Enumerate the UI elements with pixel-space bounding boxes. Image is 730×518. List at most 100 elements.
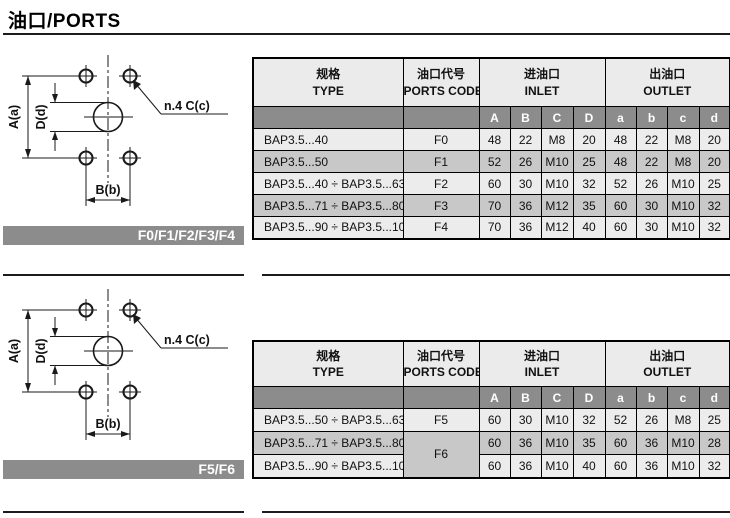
table-cell: 25	[572, 150, 606, 173]
port-pattern-diagram-f0-f4: A(a) D(d) B(b) n.4 C(c)	[7, 55, 228, 206]
table-cell: F5	[402, 408, 480, 432]
subheader-blank	[252, 386, 404, 409]
subheader-col: B	[509, 106, 542, 129]
section-divider	[262, 274, 730, 276]
dimension-B	[85, 398, 131, 440]
table-cell: 26	[635, 408, 668, 432]
table-cell: 70	[478, 216, 511, 239]
table-cell: M8	[666, 408, 700, 432]
table-cell: 36	[509, 431, 542, 455]
table-cell: 70	[478, 194, 511, 217]
dimension-label-B: B(b)	[96, 417, 121, 431]
diagram-banner-f5-f6: F5/F6	[3, 460, 244, 479]
subheader-col: d	[698, 386, 730, 409]
table-cell: BAP3.5...50	[252, 150, 404, 173]
table-cell: 35	[572, 431, 606, 455]
table-cell: 60	[478, 454, 511, 478]
table-cell: M12	[540, 216, 574, 239]
table-cell: 30	[635, 216, 668, 239]
table-cell: 26	[509, 150, 542, 173]
table-cell: 52	[604, 172, 637, 195]
subheader-col: b	[635, 106, 668, 129]
table-cell: 25	[698, 408, 730, 432]
table-cell: 48	[604, 128, 637, 151]
dimension-A	[22, 75, 75, 159]
table-cell: M12	[540, 194, 574, 217]
table-cell: BAP3.5...40	[252, 128, 404, 151]
dimension-D	[50, 83, 109, 151]
table-cell: 40	[572, 454, 606, 478]
page-title: 油口/PORTS	[8, 11, 121, 32]
table-cell: M10	[540, 408, 574, 432]
table-cell: BAP3.5...50 ÷ BAP3.5...63	[252, 408, 404, 432]
table-cell: M10	[540, 172, 574, 195]
table-cell: BAP3.5...90 ÷ BAP3.5...100	[252, 216, 404, 239]
subheader-blank	[252, 106, 404, 129]
dimension-A	[22, 309, 75, 393]
table-cell: M10	[666, 172, 700, 195]
dimension-label-D: D(d)	[34, 339, 48, 364]
table-cell: M8	[666, 150, 700, 173]
bottom-rule	[3, 511, 244, 513]
table-cell: 60	[604, 194, 637, 217]
dimension-label-A: A(a)	[7, 105, 21, 129]
table-cell: 28	[698, 431, 730, 455]
table-cell: F2	[402, 172, 480, 195]
dimension-label-B: B(b)	[96, 183, 121, 197]
subheader-col: C	[540, 386, 574, 409]
subheader-col: D	[572, 386, 606, 409]
dimension-label-A: A(a)	[7, 339, 21, 363]
table-cell: 40	[572, 216, 606, 239]
table-cell: 25	[698, 172, 730, 195]
dimension-D	[50, 317, 109, 385]
table-cell: M10	[540, 150, 574, 173]
table-cell: F1	[402, 150, 480, 173]
port-pattern-diagram-f5-f6: A(a) D(d) B(b) n.4 C(c)	[7, 289, 228, 440]
table-cell: 48	[604, 150, 637, 173]
table-cell: M10	[540, 431, 574, 455]
table-cell: 20	[698, 150, 730, 173]
table-cell: F3	[402, 194, 480, 217]
table-cell: F4	[402, 216, 480, 239]
table-cell: 60	[478, 408, 511, 432]
subheader-col: b	[635, 386, 668, 409]
holes-leader-line	[133, 314, 228, 349]
title-underline	[3, 33, 730, 35]
table-cell: 52	[478, 150, 511, 173]
subheader-blank	[402, 386, 480, 409]
bottom-rule	[262, 511, 730, 513]
subheader-col: a	[604, 386, 637, 409]
table-cell: 32	[572, 408, 606, 432]
table-cell: M8	[540, 128, 574, 151]
table-cell: 36	[635, 454, 668, 478]
table-cell: 60	[478, 431, 511, 455]
table-cell: BAP3.5...71 ÷ BAP3.5...80	[252, 431, 404, 455]
table-cell: 48	[478, 128, 511, 151]
table-cell: 32	[572, 172, 606, 195]
subheader-blank	[402, 106, 480, 129]
table-cell: F6	[402, 431, 480, 478]
diagram-banner-f0-f4: F0/F1/F2/F3/F4	[3, 226, 244, 245]
holes-leader-line	[133, 80, 228, 115]
table-cell: M8	[666, 128, 700, 151]
table-cell: BAP3.5...71 ÷ BAP3.5...80	[252, 194, 404, 217]
table-cell: M10	[540, 454, 574, 478]
table-cell: 22	[635, 150, 668, 173]
subheader-col: A	[478, 386, 511, 409]
section-divider	[3, 274, 244, 276]
